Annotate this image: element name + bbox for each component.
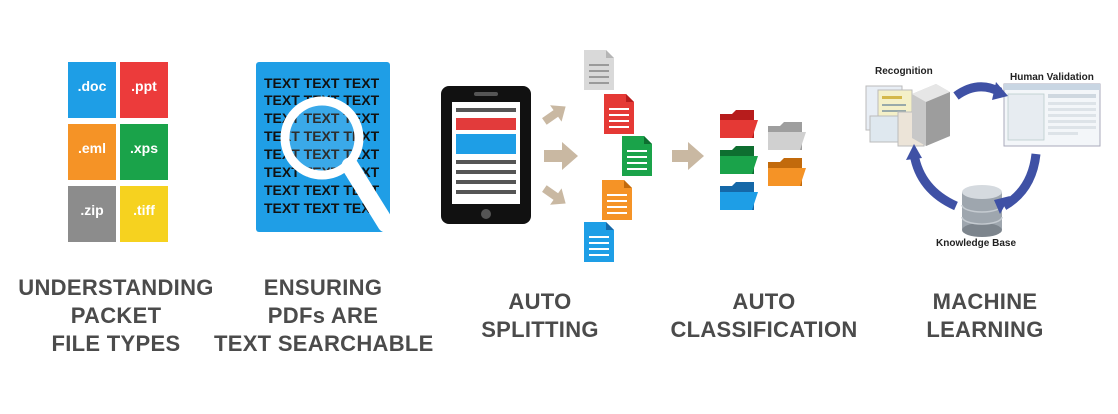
caption-auto-splitting: AUTO SPLITTING — [481, 289, 599, 342]
server-icon — [912, 84, 950, 146]
text-line: TEXT TEXT TEXT — [264, 200, 380, 216]
folder-icon — [720, 110, 806, 210]
label-human-validation: Human Validation — [1010, 72, 1094, 83]
text-line: TEXT TEXT TEXT — [264, 128, 384, 146]
file-tile-tiff: .tiff — [120, 186, 168, 242]
label-knowledge-base: Knowledge Base — [936, 238, 1017, 249]
recognition-documents-icon — [865, 85, 925, 147]
caption-auto-classification: AUTO CLASSIFICATION — [670, 289, 858, 342]
file-tile-zip: .zip — [68, 186, 116, 242]
label-recognition: Recognition — [875, 66, 933, 77]
caption-text-searchable: ENSURING PDFs ARE TEXT SEARCHABLE — [214, 275, 434, 356]
tablet-icon — [441, 86, 531, 224]
file-tile-xps: .xps — [120, 124, 168, 180]
caption-file-types: UNDERSTANDING PACKET FILE TYPES — [18, 275, 214, 356]
file-tile-doc: .doc — [68, 62, 116, 118]
text-line: TEXT TEXT TEXT — [264, 182, 380, 198]
text-line: TEXT TEXT TEXT — [264, 75, 380, 91]
file-tile-eml: .eml — [68, 124, 116, 180]
database-icon — [961, 185, 1003, 237]
validation-screen-icon — [1003, 83, 1101, 147]
split-arrows — [542, 105, 704, 205]
caption-machine-learning: MACHINE LEARNING — [926, 289, 1044, 342]
split-documents — [584, 50, 652, 262]
file-tile-ppt: .ppt — [120, 62, 168, 118]
